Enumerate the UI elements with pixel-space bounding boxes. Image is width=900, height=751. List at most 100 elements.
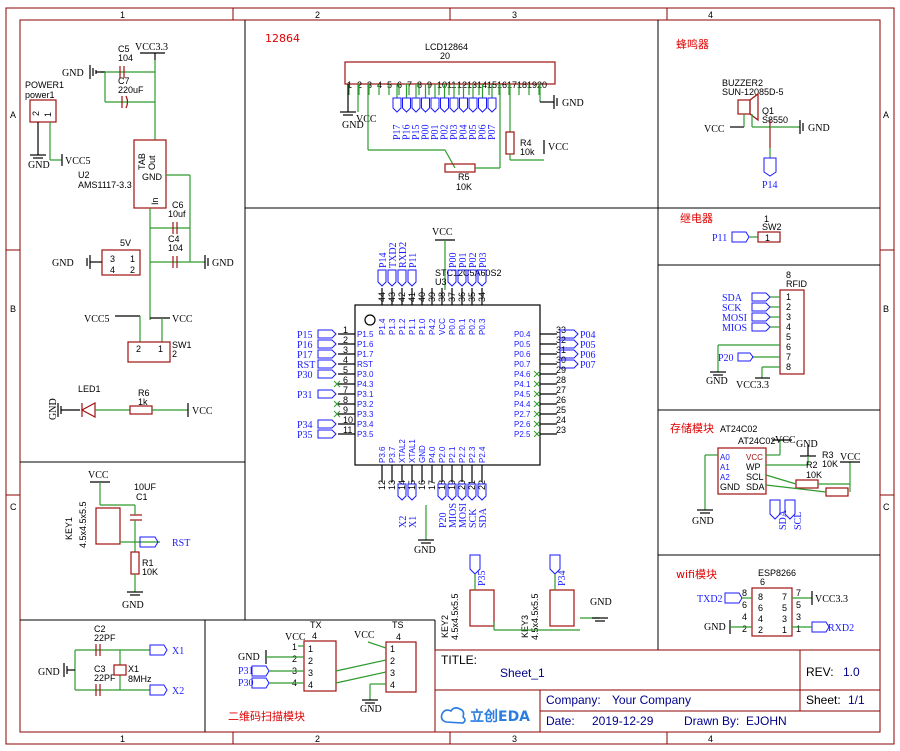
rev-value: 1.0 — [843, 665, 860, 679]
c6-ref: C6 — [172, 200, 184, 210]
mcu-pin-name: P1.2 — [398, 318, 407, 335]
vcc-label: VCC — [285, 632, 306, 643]
r6-ref: R6 — [138, 388, 150, 398]
mcu-pin-number: 9 — [343, 405, 348, 415]
svg-text:2: 2 — [292, 654, 297, 664]
x1-value: 8MHz — [128, 674, 152, 684]
no-connect-mark — [533, 430, 541, 438]
mcu-pin-name: GND — [418, 445, 427, 463]
lcd-net-label: P16 — [402, 124, 413, 140]
mcu-net-port — [317, 329, 337, 339]
power1-value: power1 — [25, 90, 55, 100]
gnd-label: GND — [562, 98, 584, 109]
mcu-net-port — [407, 269, 417, 287]
mcu-body — [354, 304, 541, 466]
mcu-net-label: TXD2 — [388, 242, 399, 268]
sheet-value: 1/1 — [848, 693, 865, 707]
drawn-value: EJOHN — [746, 714, 787, 728]
mcu-pin-number: 40 — [417, 292, 427, 302]
svg-text:6: 6 — [742, 600, 747, 610]
lcd-net-port — [449, 97, 459, 113]
mcu-pin-name: P3.5 — [357, 430, 374, 439]
mcu-pin-number: 23 — [556, 425, 566, 435]
lcd-net-port — [487, 97, 497, 113]
svg-text:8: 8 — [742, 588, 747, 598]
lcd-net-port — [411, 97, 421, 113]
svg-text:2: 2 — [136, 344, 141, 354]
svg-text:2: 2 — [31, 111, 41, 116]
qr-section-title: 二维码扫描模块 — [228, 709, 305, 723]
svg-text:1: 1 — [158, 344, 163, 354]
key1-ref: KEY1 — [64, 517, 74, 540]
c5-value: 104 — [118, 53, 133, 63]
mcu-pin-name: P3.6 — [378, 446, 387, 463]
mcu-net-port — [559, 339, 579, 349]
mcu-pin-number: 37 — [447, 292, 457, 302]
cloud-logo-icon — [440, 707, 466, 724]
u2-out: Out — [147, 155, 157, 170]
gnd-label: GND — [808, 123, 830, 134]
mcu-pin-number: 17 — [427, 480, 437, 490]
mcu-net-port — [317, 389, 337, 399]
svg-text:1: 1 — [765, 233, 770, 243]
r2-value: 10K — [806, 470, 822, 480]
key3-net: P34 — [557, 570, 568, 586]
svg-text:4: 4 — [396, 632, 401, 642]
eeprom-pin: WP — [746, 462, 761, 472]
mcu-net-port — [559, 329, 579, 339]
key2-net: P35 — [477, 570, 488, 586]
rfid-pin-number: 7 — [786, 352, 791, 362]
gnd-label: GND — [38, 667, 60, 678]
lcd-pin-number: 10 — [437, 80, 447, 90]
wifi-txd-net: TXD2 — [697, 594, 723, 605]
svg-text:4: 4 — [312, 631, 317, 641]
lcd-net-label: P04 — [459, 124, 470, 140]
mcu-net-port — [559, 359, 579, 369]
power-section: VCC3.3 C5 104 GND C7 220uF POWER1 power1… — [25, 42, 234, 420]
mcu-net-port — [467, 269, 477, 287]
vcc-label: VCC — [775, 435, 796, 446]
mcu-pin-number: 6 — [343, 375, 348, 385]
r6-value: 1k — [138, 397, 148, 407]
lcd-section-title: 12864 — [265, 32, 300, 45]
mcu-pin-number: 1 — [343, 325, 348, 335]
no-connect-mark — [333, 380, 341, 388]
mcu-net-label: P06 — [580, 350, 596, 361]
mcu-pin-number: 8 — [343, 395, 348, 405]
mcu-net-label: P34 — [297, 420, 313, 431]
relay-section: SW2 1 1 P11 — [712, 214, 782, 244]
svg-text:7: 7 — [782, 592, 787, 602]
lcd-pin-number: 11 — [447, 80, 456, 90]
buzzer-section: BUZZER2 SUN-12085D-5 Q1 S8550 VCC GND P1… — [704, 78, 830, 191]
mcu-pin-number: 44 — [377, 292, 387, 302]
no-connect-mark — [533, 370, 541, 378]
rfid-net-label: P20 — [718, 353, 734, 364]
lcd-pin-number: 13 — [467, 80, 477, 90]
row-label: A — [10, 110, 16, 120]
row-label: B — [10, 304, 16, 314]
mcu-net-label: P07 — [580, 360, 596, 371]
led1-ref: LED1 — [78, 384, 101, 394]
rfid-net-label: SDA — [722, 293, 743, 304]
mcu-net-port — [317, 339, 337, 349]
col-label: 1 — [120, 10, 125, 20]
mcu-pin-number: 22 — [477, 480, 487, 490]
lcd-net-label: P17 — [392, 124, 403, 140]
mcu-pin-number: 3 — [343, 345, 348, 355]
mcu-net-label: P30 — [297, 370, 313, 381]
mcu-pin-name: P4.4 — [514, 400, 531, 409]
rfid-net-port — [751, 302, 771, 312]
c3-ref: C3 — [94, 664, 106, 674]
mcu-pin-name: P1.3 — [388, 318, 397, 335]
sheet-label: Sheet: — [806, 693, 841, 707]
mcu-pin-name: P0.3 — [478, 318, 487, 335]
svg-text:2: 2 — [758, 625, 763, 635]
mcu-net-port — [457, 269, 467, 287]
title-block: TITLE: Sheet_1 REV: 1.0 Company: Your Co… — [434, 649, 881, 733]
vcc-label: VCC — [840, 452, 861, 463]
lcd-net-port — [421, 97, 430, 113]
lcd-net-port — [478, 97, 487, 113]
svg-text:3: 3 — [308, 668, 313, 678]
svg-text:2: 2 — [130, 265, 135, 275]
